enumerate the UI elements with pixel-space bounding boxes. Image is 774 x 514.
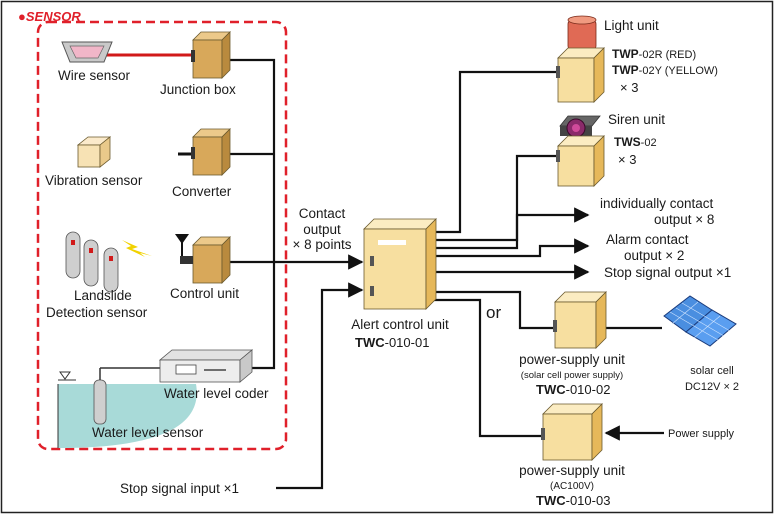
light-unit-model2: TWP-02Y (YELLOW) (612, 63, 718, 77)
light-unit-qty: × 3 (620, 80, 638, 95)
contact-output-line3: × 8 points (293, 237, 352, 252)
alarm-output-line2: output × 2 (624, 248, 684, 263)
landslide-label-line1: Landslide (74, 288, 132, 303)
power-ac-label: power-supply unit (519, 463, 625, 478)
landslide-sensor-icon (65, 231, 152, 293)
water-level-sensor-icon (93, 367, 160, 425)
siren-unit-icon (556, 115, 605, 187)
solar-panel-icon (663, 295, 737, 347)
individual-output-line1: individually contact (600, 196, 714, 211)
water-body (57, 371, 197, 448)
alert-control-unit-model: TWC-010-01 (355, 335, 429, 350)
individual-output-line2: output × 8 (654, 212, 714, 227)
alert-control-unit-icon (363, 218, 437, 310)
light-unit-icon (556, 15, 605, 103)
power-ac-model: TWC-010-03 (536, 493, 610, 508)
vibration-sensor-label: Vibration sensor (45, 173, 143, 188)
junction-box-icon (191, 31, 231, 79)
converter-label: Converter (172, 184, 232, 199)
power-ac-sub: (AC100V) (550, 481, 594, 492)
power-solar-label: power-supply unit (519, 352, 625, 367)
siren-unit-model: TWS-02 (614, 135, 657, 149)
solar-cell-spec: DC12V × 2 (685, 381, 739, 393)
contact-output-line1: Contact (299, 206, 346, 221)
wire-sensor-icon (61, 41, 113, 63)
landslide-label-line2: Detection sensor (46, 305, 148, 320)
power-solar-model: TWC-010-02 (536, 382, 610, 397)
wiring (222, 58, 664, 490)
contact-output-line2: output (303, 222, 341, 237)
wire-sensor-label: Wire sensor (58, 68, 131, 83)
power-supply-input-label: Power supply (668, 428, 735, 440)
light-unit-label: Light unit (604, 18, 659, 33)
water-level-coder-label: Water level coder (164, 386, 269, 401)
power-supply-solar-icon (553, 291, 607, 349)
water-level-sensor-label: Water level sensor (92, 425, 204, 440)
stop-signal-output-label: Stop signal output ×1 (604, 265, 731, 280)
solar-cell-label: solar cell (690, 365, 733, 377)
sensor-group-title: ●SENSOR (18, 9, 81, 24)
sensor-group-border (36, 20, 288, 451)
converter-icon (191, 128, 231, 176)
stop-signal-input-label: Stop signal input ×1 (120, 481, 239, 496)
power-supply-ac-icon (541, 403, 603, 461)
light-unit-model1: TWP-02R (RED) (612, 47, 696, 61)
water-level-coder-icon (158, 349, 254, 383)
power-solar-sub: (solar cell power supply) (521, 370, 623, 381)
alert-control-unit-label: Alert control unit (351, 317, 449, 332)
alarm-output-line1: Alarm contact (606, 232, 689, 247)
vibration-sensor-icon (76, 136, 112, 168)
or-label: or (486, 303, 501, 322)
siren-unit-label: Siren unit (608, 112, 665, 127)
siren-unit-qty: × 3 (618, 152, 636, 167)
control-unit-icon (175, 234, 231, 284)
control-unit-label: Control unit (170, 286, 239, 301)
junction-box-label: Junction box (160, 82, 236, 97)
